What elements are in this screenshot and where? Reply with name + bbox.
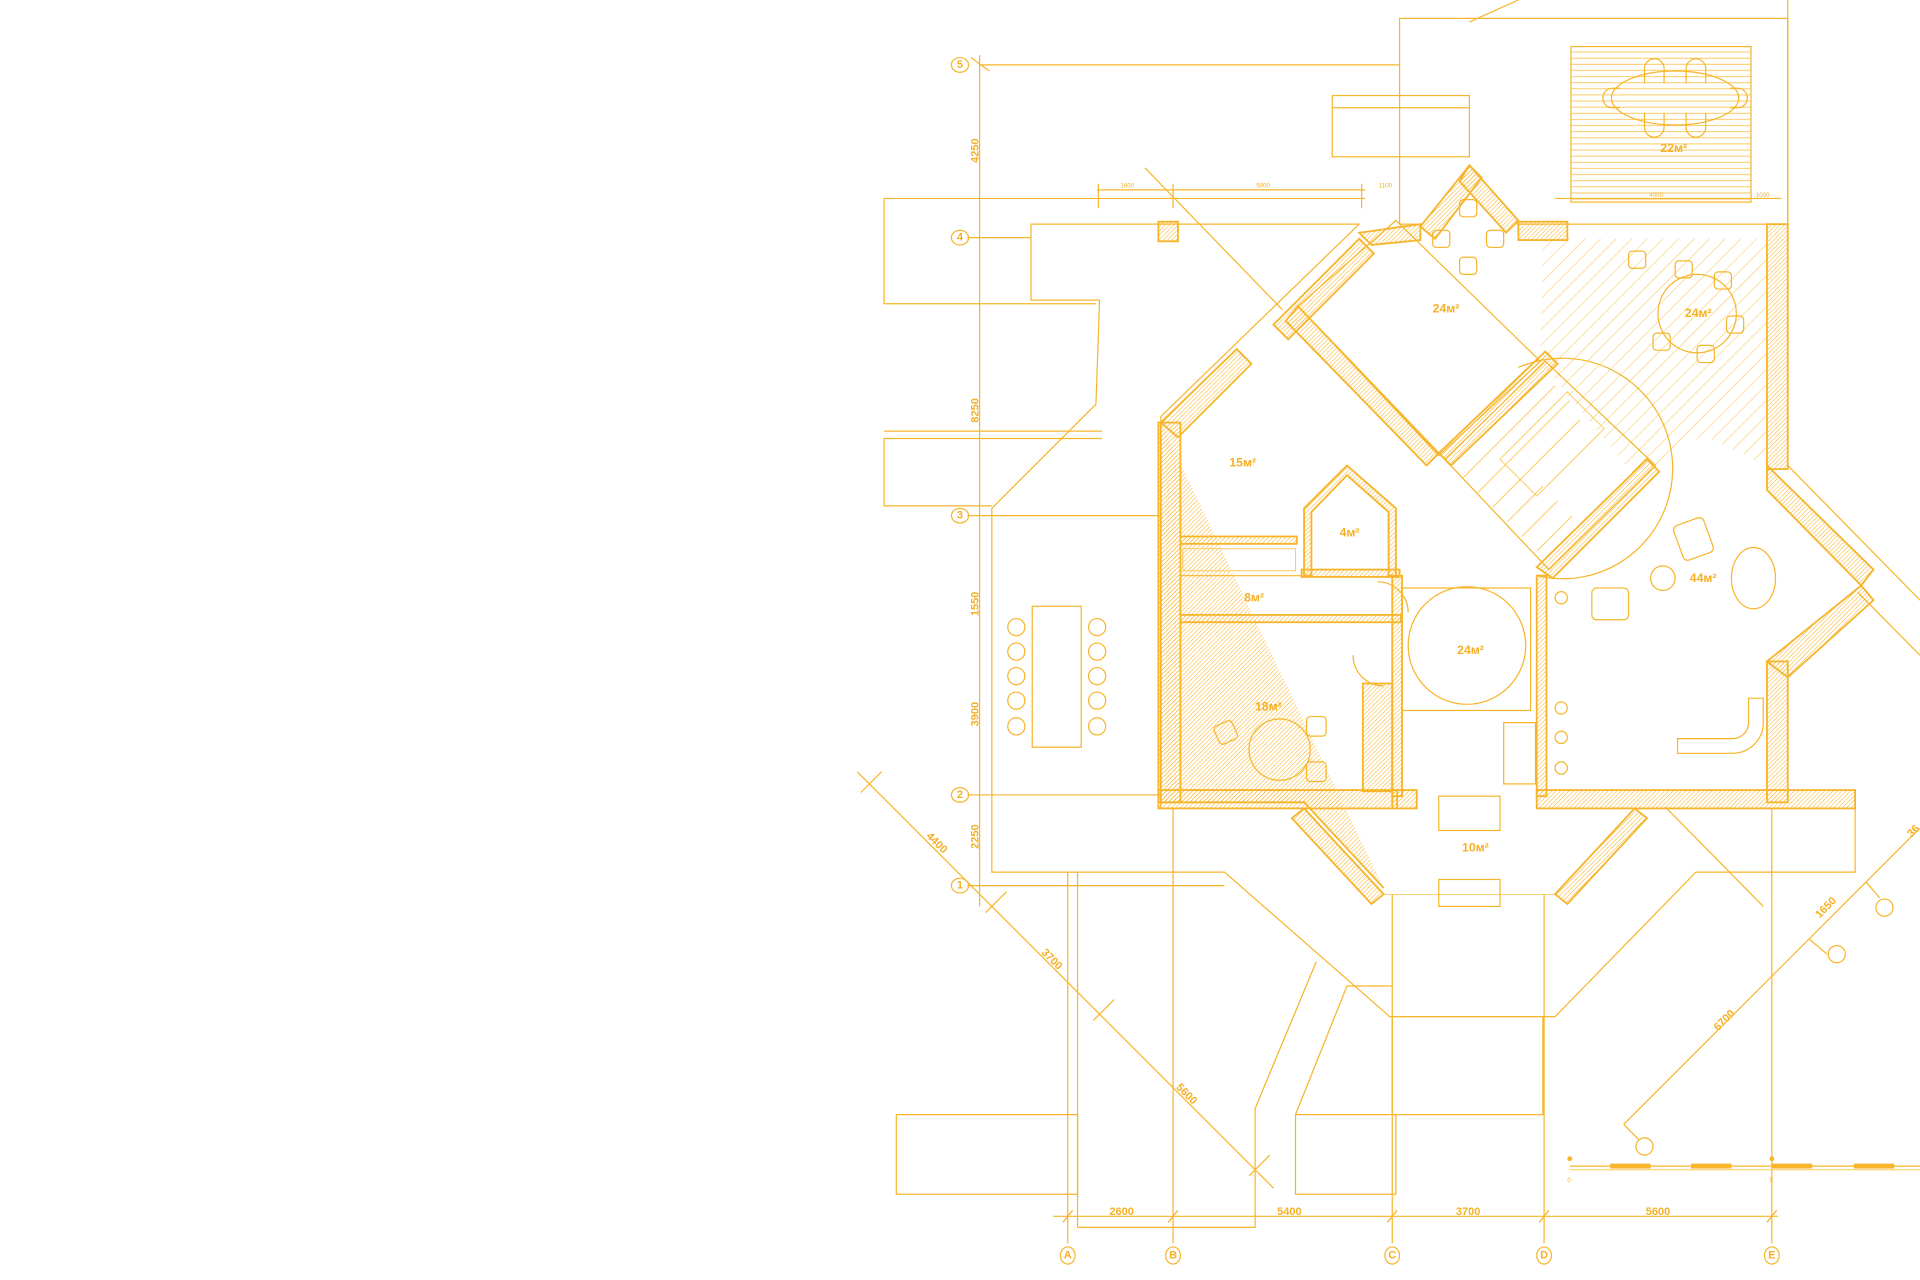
svg-text:E: E [1768, 1250, 1775, 1262]
side-stairs [1294, 1114, 1397, 1195]
scale-bar: 0 5 [1567, 1156, 1920, 1184]
axis-D: D [1536, 1246, 1553, 1265]
room-area-hall: 24м² [1457, 643, 1484, 657]
interior-details [1180, 199, 1777, 908]
axis-5: 5 [950, 56, 990, 73]
scale-label-5: 5 [1769, 1177, 1773, 1184]
svg-text:A: A [1064, 1250, 1072, 1262]
svg-text:D: D [1540, 1250, 1548, 1262]
top-dim-2: 5000 [1256, 182, 1270, 189]
room-area-terrace: 22м² [1660, 141, 1687, 155]
diag-dim-left-3: 5600 [1173, 1081, 1199, 1107]
diag-dim-right-3: 36 [1905, 823, 1920, 840]
top-dim-3: 1100 [1379, 182, 1393, 189]
column-axes: 2600 5400 3700 5600 A B C D E [1053, 1206, 1780, 1265]
axis-E: E [1763, 1246, 1780, 1265]
diag-dim-left-2: 3700 [1039, 947, 1065, 973]
axis-B: B [1165, 1246, 1182, 1265]
dining-floor [1540, 238, 1767, 484]
room-labels: 22м² 24м² 24м² 15м² 4м² 44м² 8м² 24м² 18… [1229, 141, 1716, 854]
room-area-dining: 24м² [1685, 306, 1712, 320]
outdoor-dining-table [1007, 605, 1107, 748]
col-dim-3: 3700 [1456, 1206, 1481, 1218]
axis-2: 2 [950, 786, 1161, 803]
top-terrace [1331, 17, 1789, 225]
row-dim-3: 1550 [969, 592, 981, 617]
room-area-study: 18м² [1255, 699, 1282, 713]
room-area-tiled-hall: 24м² [1433, 301, 1460, 315]
svg-text:3: 3 [957, 510, 963, 522]
top-dim-1: 1600 [1120, 182, 1134, 189]
chair-icon [1602, 58, 1748, 138]
svg-text:C: C [1388, 1250, 1396, 1262]
axis-A: A [1059, 1246, 1076, 1265]
scale-label-0: 0 [1567, 1177, 1571, 1184]
room-area-living: 44м² [1690, 571, 1717, 585]
diagonal-dimensions: 4400 3700 5600 6700 1650 36 [856, 771, 1920, 1189]
svg-text:5: 5 [957, 59, 963, 71]
room-area-vestibule: 10м² [1462, 840, 1489, 854]
walls [1157, 163, 1875, 906]
diag-dim-right-1: 6700 [1712, 1008, 1738, 1034]
row-axes: 5 4 3 2 1 4250 8250 1550 3900 2250 [950, 55, 1225, 907]
terrace-dim-1: 4000 [1649, 192, 1663, 199]
front-stairs [1391, 1016, 1544, 1116]
diag-dim-left-1: 4400 [924, 830, 950, 856]
row-dim-5: 2250 [969, 824, 981, 849]
room-area-bath: 4м² [1340, 525, 1360, 539]
row-dim-4: 3900 [969, 702, 981, 727]
svg-text:B: B [1169, 1250, 1177, 1262]
col-dim-4: 5600 [1646, 1206, 1671, 1218]
room-area-corridor: 8м² [1244, 590, 1264, 604]
top-dimensions: 1600 5000 1100 4000 1000 [1097, 182, 1782, 209]
terrace-dim-2: 1000 [1756, 192, 1770, 199]
row-dim-1: 4250 [969, 138, 981, 163]
axis-4: 4 [950, 229, 1032, 246]
svg-text:4: 4 [957, 232, 964, 244]
col-dim-1: 2600 [1109, 1206, 1134, 1218]
axis-C: C [1384, 1246, 1401, 1265]
room-area-bedroom: 15м² [1229, 456, 1256, 470]
stair-steps [1462, 385, 1605, 552]
axis-3: 3 [950, 507, 1161, 524]
row-dim-2: 8250 [969, 398, 981, 423]
svg-text:2: 2 [957, 789, 963, 801]
axis-1: 1 [950, 877, 1225, 894]
col-dim-2: 5400 [1277, 1206, 1302, 1218]
diag-dim-right-2: 1650 [1813, 895, 1839, 921]
svg-text:1: 1 [957, 880, 963, 892]
